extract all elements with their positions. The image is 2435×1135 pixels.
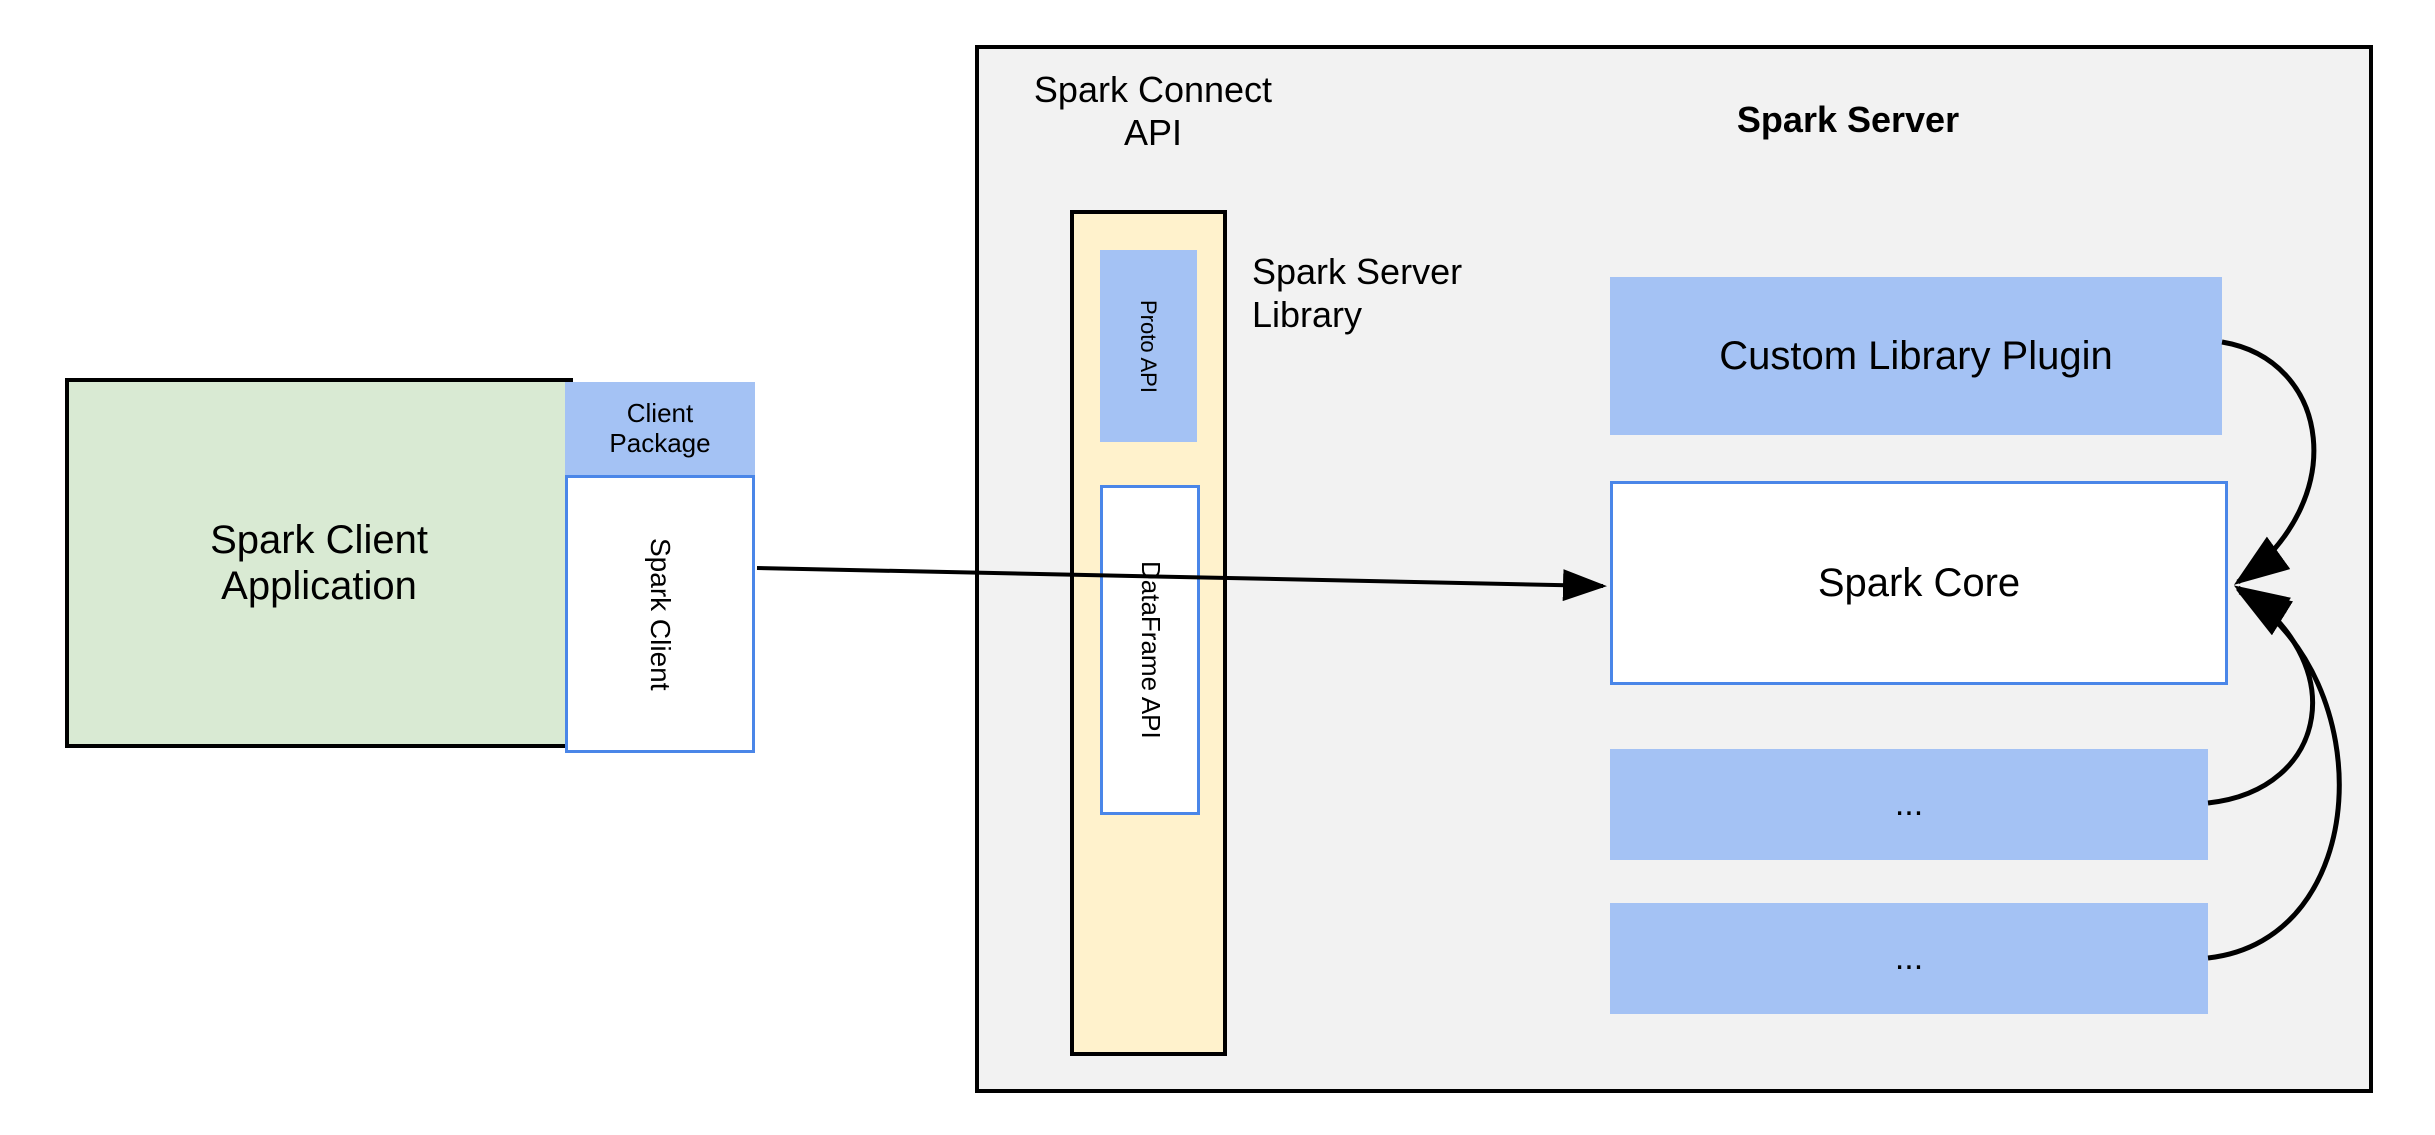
dataframe-api-label: DataFrame API: [1135, 561, 1166, 739]
proto-api-label: Proto API: [1136, 299, 1162, 393]
spark-core-label: Spark Core: [1817, 561, 2021, 605]
spark-core-box[interactable]: Spark Core: [1610, 481, 2228, 685]
ellipsis-box-2-label: ...: [1894, 938, 1924, 977]
ellipsis-box-1-label: ...: [1894, 784, 1924, 823]
ellipsis-box-1[interactable]: ...: [1610, 749, 2208, 860]
spark-client-application-label: Spark Client Application: [210, 518, 428, 608]
client-package-box[interactable]: Client Package: [565, 382, 755, 476]
proto-api-box[interactable]: Proto API: [1100, 250, 1197, 442]
spark-server-library-label: Spark Server Library: [1252, 251, 1463, 336]
dataframe-api-box[interactable]: DataFrame API: [1100, 485, 1200, 815]
custom-library-plugin-label: Custom Library Plugin: [1719, 334, 2113, 378]
spark-client-label: Spark Client: [645, 537, 677, 691]
spark-server-title: Spark Server: [1736, 99, 1960, 140]
spark-client-application-box[interactable]: Spark Client Application: [65, 378, 573, 748]
spark-connect-api-label: Spark Connect API: [1033, 69, 1273, 154]
spark-client-box[interactable]: Spark Client: [565, 475, 755, 753]
ellipsis-box-2[interactable]: ...: [1610, 903, 2208, 1014]
client-package-label: Client Package: [609, 398, 711, 458]
custom-library-plugin-box[interactable]: Custom Library Plugin: [1610, 277, 2222, 435]
